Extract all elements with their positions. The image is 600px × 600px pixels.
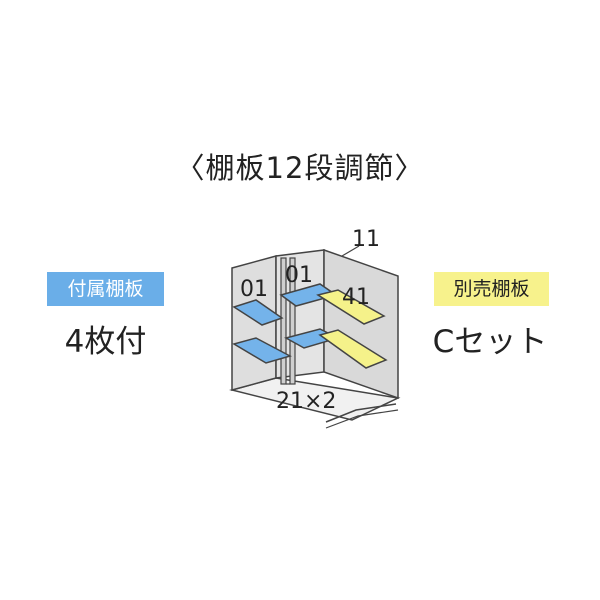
included-shelves-badge: 付属棚板 [47,272,164,306]
included-shelf-lower-left [232,337,292,364]
sold-separately-set: Cセット [432,324,548,360]
label-bottom: 21×2 [276,389,336,414]
storage-door-sill [325,403,397,423]
label-11-leader [341,245,360,257]
label-center-top: 01 [285,263,313,288]
label-left-top: 01 [240,277,268,302]
page-title: 〈棚板12段調節〉 [175,151,425,185]
storage-post-left [280,257,287,385]
label-top-right: 11 [352,227,380,252]
storage-right-wall [323,248,399,400]
separate-shelf-lower-right [318,329,388,369]
sold-separately-badge: 別売棚板 [434,272,549,306]
label-right-shelf: 41 [342,285,370,310]
included-shelves-count: 4枚付 [64,324,147,360]
included-shelf-upper-left [232,299,284,326]
separate-shelf-upper-right [316,289,386,325]
storage-post-right [289,257,296,385]
